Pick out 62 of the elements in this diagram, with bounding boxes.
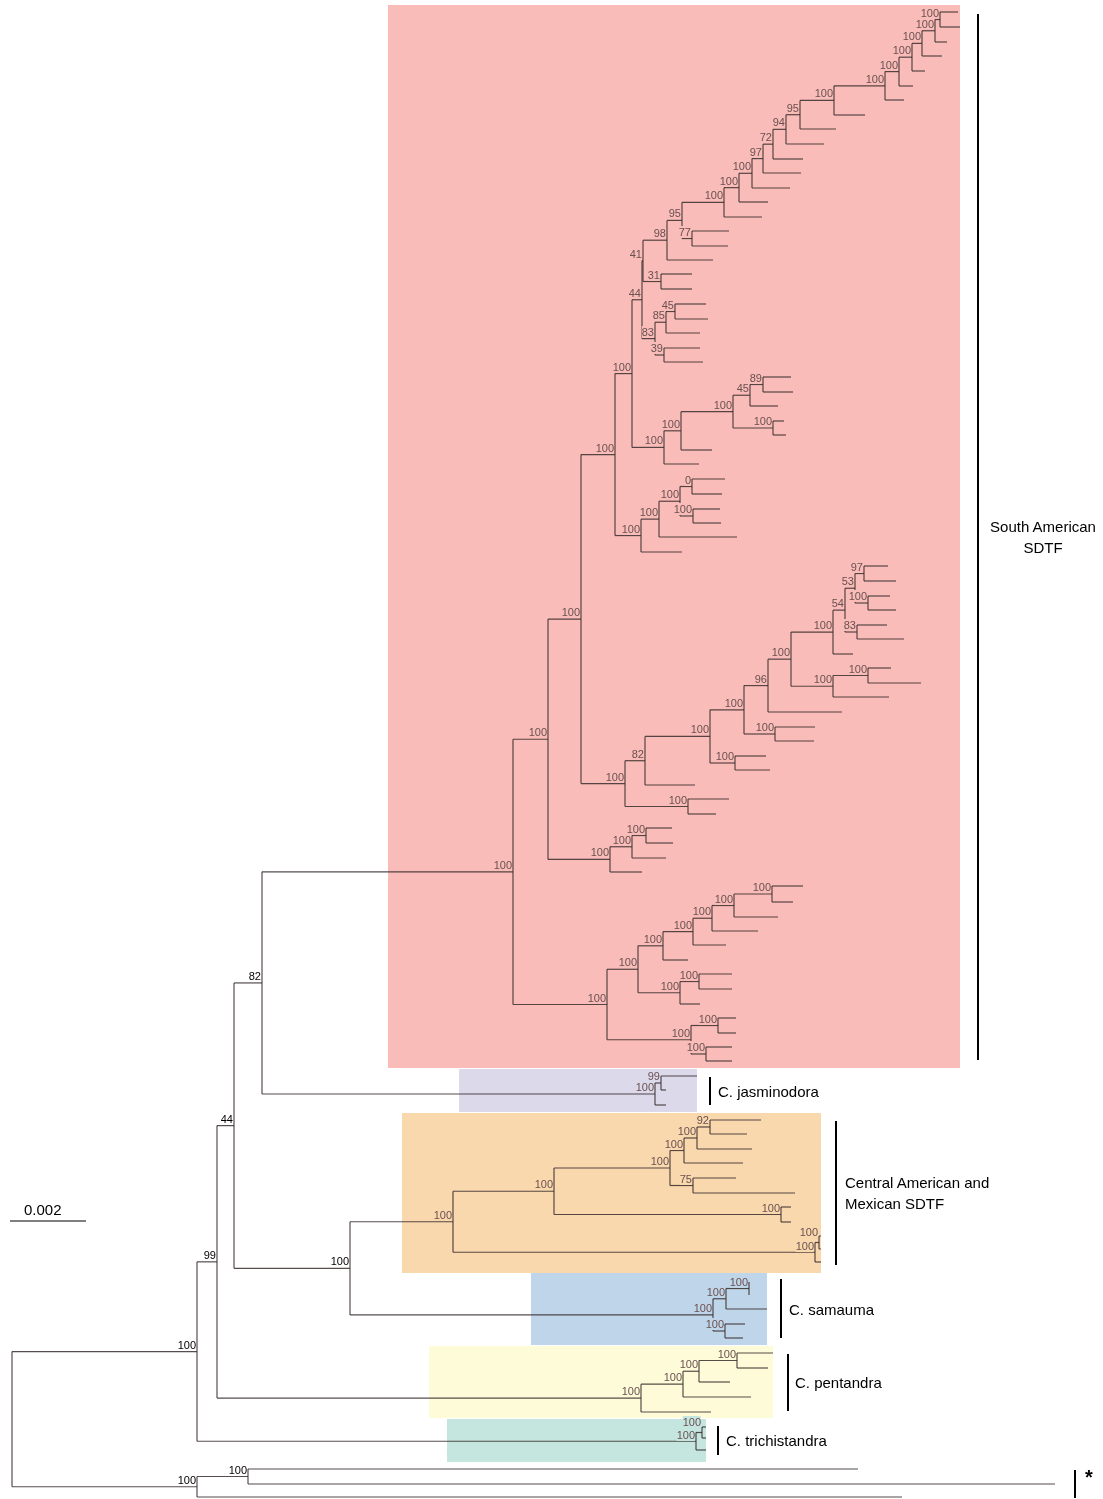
bootstrap-value: 100 — [177, 1338, 196, 1351]
outgroup-marker: * — [1085, 1467, 1094, 1488]
clade-label: South American SDTF — [989, 517, 1097, 558]
bootstrap-value: 0 — [684, 473, 691, 486]
bootstrap-value: 100 — [795, 1240, 814, 1253]
bootstrap-value: 100 — [621, 1385, 640, 1398]
bootstrap-value: 100 — [715, 750, 734, 762]
bootstrap-value: 100 — [663, 1371, 682, 1384]
bootstrap-value: 54 — [831, 597, 844, 610]
bootstrap-value: 98 — [653, 227, 666, 240]
bootstrap-value: 100 — [528, 726, 547, 739]
bootstrap-value: 72 — [759, 131, 772, 144]
bootstrap-value: 100 — [228, 1463, 247, 1476]
bootstrap-value: 100 — [673, 503, 692, 515]
clade-label: C. pentandra — [795, 1373, 883, 1393]
bootstrap-value: 44 — [220, 1112, 233, 1125]
bootstrap-value: 100 — [635, 1081, 654, 1093]
bootstrap-value: 53 — [841, 575, 854, 588]
bootstrap-value: 100 — [755, 721, 774, 733]
bootstrap-value: 94 — [772, 116, 785, 129]
clade-label: C. samauma — [789, 1300, 876, 1320]
bootstrap-value: 82 — [248, 969, 261, 982]
clade-label: C. jasminodora — [718, 1082, 820, 1102]
clade-label: C. trichistandra — [726, 1431, 828, 1451]
bootstrap-value: 39 — [650, 342, 663, 354]
bootstrap-value: 100 — [644, 434, 663, 447]
bootstrap-value: 100 — [679, 1358, 698, 1371]
bootstrap-value: 100 — [692, 905, 711, 918]
bootstrap-value: 100 — [650, 1155, 669, 1167]
bootstrap-value: 85 — [652, 309, 665, 322]
bootstrap-value: 83 — [843, 619, 856, 631]
bootstrap-value: 100 — [639, 506, 658, 519]
bootstrap-value: 100 — [771, 646, 790, 659]
bootstrap-value: 95 — [668, 207, 681, 220]
scale-bar-label: 0.002 — [24, 1200, 63, 1220]
bootstrap-value: 100 — [686, 1041, 705, 1053]
bootstrap-value: 100 — [752, 881, 771, 893]
bootstrap-value: 100 — [732, 160, 751, 173]
bootstrap-value: 100 — [753, 415, 772, 427]
bootstrap-value: 100 — [330, 1255, 349, 1268]
bootstrap-value: 100 — [705, 1318, 724, 1330]
bootstrap-value: 100 — [814, 87, 833, 100]
bootstrap-value: 100 — [902, 30, 921, 43]
bootstrap-value: 100 — [848, 590, 867, 602]
bootstrap-value: 100 — [677, 1125, 696, 1137]
bootstrap-value: 100 — [813, 619, 832, 632]
clade-label: Central American and Mexican SDTF — [845, 1173, 991, 1214]
bootstrap-value: 100 — [561, 606, 580, 619]
bootstrap-value: 45 — [736, 382, 749, 395]
bootstrap-value: 100 — [892, 44, 911, 57]
bootstrap-value: 100 — [534, 1178, 553, 1191]
bootstrap-value: 92 — [696, 1114, 709, 1126]
bootstrap-value: 100 — [590, 846, 609, 859]
bootstrap-value: 100 — [676, 1429, 695, 1442]
bootstrap-value: 100 — [813, 673, 832, 686]
bootstrap-value: 100 — [177, 1473, 196, 1486]
bootstrap-value: 99 — [647, 1070, 660, 1082]
bootstrap-value: 99 — [203, 1248, 216, 1261]
bootstrap-value: 100 — [618, 956, 637, 969]
bootstrap-value: 100 — [690, 723, 709, 736]
bootstrap-value: 100 — [704, 189, 723, 202]
bootstrap-value: 100 — [660, 488, 679, 501]
